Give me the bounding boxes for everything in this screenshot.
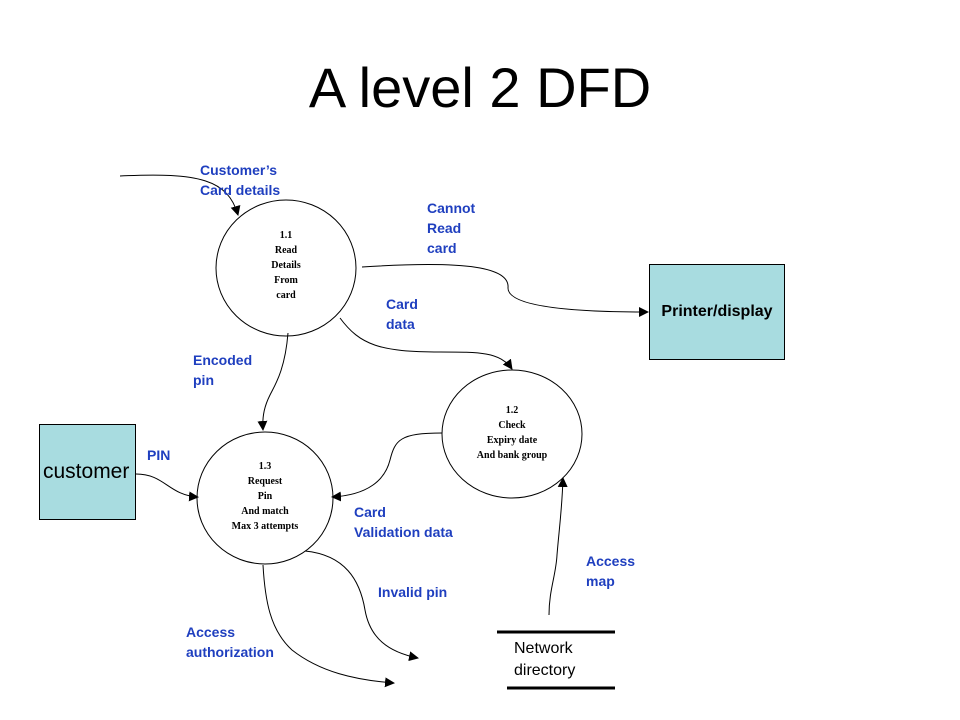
flow-label-card-validation-data: Card Validation data — [354, 504, 453, 540]
flow-customers-card-details — [119, 174, 241, 216]
flow-label-pin: PIN — [147, 447, 171, 463]
flow-encoded-pin — [257, 332, 289, 431]
data-store-network-directory: Network directory — [514, 640, 576, 679]
flow-card-data — [339, 317, 513, 370]
flow-label-invalid-pin: Invalid pin — [378, 584, 448, 600]
flow-access-map — [548, 477, 568, 616]
process-1-3-label: 1.3 Request Pin And match Max 3 attempts — [231, 461, 299, 532]
flow-cannot-read-card — [361, 264, 649, 317]
flow-access-authorization — [262, 564, 395, 688]
process-1-2-circle — [441, 369, 583, 499]
flow-label-access-map: Access map — [586, 553, 636, 589]
flow-pin — [135, 473, 199, 502]
entity-printer-display-label: Printer/display — [661, 303, 773, 320]
process-1-1-label: 1.1 Read Details From card — [271, 230, 301, 301]
entity-customer-label: customer — [43, 460, 130, 483]
flow-label-card-data: Card data — [386, 296, 418, 332]
entity-printer-display: Printer/display — [649, 264, 785, 360]
page-title: A level 2 DFD — [308, 56, 652, 119]
flow-label-access-authorization: Access authorization — [186, 624, 274, 660]
flow-card-validation-data — [331, 432, 443, 502]
flow-label-encoded-pin: Encoded pin — [193, 352, 253, 388]
flow-invalid-pin — [304, 550, 419, 662]
process-1-1-circle — [215, 199, 357, 337]
entity-customer: customer — [39, 424, 136, 520]
process-1-2-label: 1.2 Check Expiry date And bank group — [476, 405, 548, 461]
flow-label-customers-card-details: Customer’s Card details — [200, 162, 281, 198]
flow-label-cannot-read-card: Cannot Read card — [427, 200, 476, 256]
